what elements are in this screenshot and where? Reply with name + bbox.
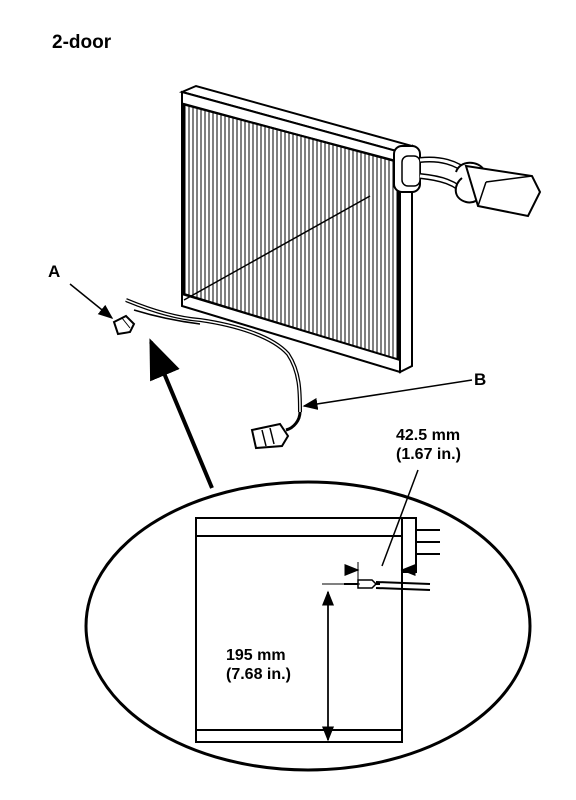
page-title: 2-door <box>52 32 112 53</box>
detail-arrow <box>149 338 214 489</box>
probe-offset-imperial: (1.67 in.) <box>396 446 461 463</box>
dimension-probe-height <box>322 583 360 742</box>
evaporator-core <box>178 84 415 374</box>
probe-height-imperial: (7.68 in.) <box>226 666 291 683</box>
detail-evaporator-view <box>195 517 440 743</box>
detail-circle <box>84 480 532 772</box>
dimension-probe-height-label: 195 mm (7.68 in.) <box>226 646 291 684</box>
expansion-valve-pipes <box>393 145 542 218</box>
callout-b-label: B <box>474 370 487 389</box>
probe-offset-metric: 42.5 mm <box>396 427 461 444</box>
dimension-probe-offset-label: 42.5 mm (1.67 in.) <box>396 426 461 464</box>
callout-b-leader <box>302 379 473 410</box>
callout-a-label: A <box>48 262 61 281</box>
thermistor-harness <box>125 298 302 450</box>
detail-probe <box>344 579 431 591</box>
probe-height-metric: 195 mm <box>226 647 286 664</box>
thermistor-probe <box>112 314 136 336</box>
dimension-probe-offset <box>344 469 419 600</box>
callout-a-leader <box>69 283 114 319</box>
